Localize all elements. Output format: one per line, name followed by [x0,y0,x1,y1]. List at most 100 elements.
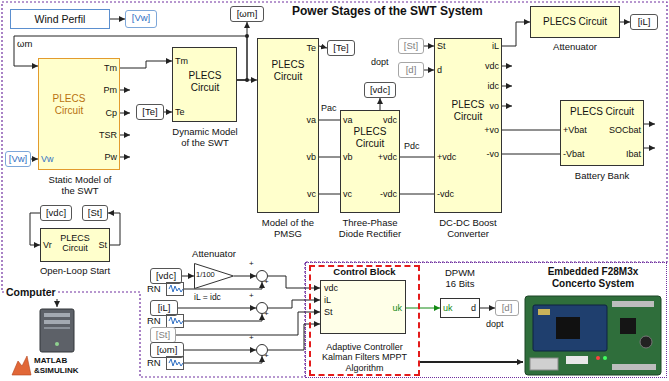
noise-source: RN [166,314,184,328]
board-photo [525,296,661,375]
goto-tag: [vdc] [364,82,396,98]
signal-connector [406,308,440,309]
node-text: PLECS Circuit [263,59,313,82]
node-text: [St] [399,41,423,52]
node-text: RN [147,316,161,327]
node-text: [vdc] [41,208,71,219]
node-text: -vdc [437,189,454,199]
gain-triangle: Attenuator1/100 [194,263,234,289]
node-text: d [471,303,476,313]
node-text: uk [443,303,453,313]
goto-tag: [iL] [630,14,658,30]
node-text: +vdc [378,152,397,162]
node-text: PLECS Circuit [561,106,643,118]
dpwm-block: DPWM 16 Bitsukd [440,298,480,318]
edge-label: ωm [17,39,32,50]
node-text: TSR [99,130,117,140]
signal-connector [319,157,340,158]
node-text: [Te] [328,43,354,54]
node-text: Three-Phase Diode Rectifier [330,218,410,240]
goto-tag: [St] [82,205,108,221]
node-text: [d] [496,303,518,314]
node-text: Vw [41,154,54,164]
goto-tag: [vdc] [40,205,72,221]
signal-connector [30,213,40,245]
node-text: iL [324,295,331,305]
node-text: Pw [104,152,117,162]
signal-label: dopt [486,319,504,329]
node-text: vdc [485,61,499,71]
signal-connector [184,356,262,363]
node-text: Te [306,43,316,53]
node-text: vb [306,152,316,162]
node-text: DC-DC Boost Converter [428,218,508,240]
signal-connector [31,159,38,160]
signal-connector [502,130,560,131]
signal-label: dopt [371,57,389,67]
node-text: [ωm] [231,9,263,20]
plecs-block: PLECS Circuitvavbvcvdc+vdc-vdcThree-Phas… [340,110,400,213]
input-box: Wind Perfil [10,9,110,29]
node-text: Embedded F28M3x Concerto System [542,266,644,289]
signal-connector [184,350,256,351]
goto-tag: [d] [495,300,519,316]
node-text: [Te] [137,107,163,118]
node-text: Te [175,107,185,117]
signal-connector [319,194,340,195]
sum-circle: ++ [256,302,268,314]
node-text: PLECS Circuit [183,70,227,93]
node-text: DPWM 16 Bits [443,268,477,290]
node-text: PLECS Circuit [45,93,93,116]
node-text: + [249,333,254,342]
signal-connector [178,308,256,309]
plecs-block: PLECS CircuitAttenuator [530,6,620,38]
group-label: Computer [4,286,58,298]
node-text: [St] [83,208,107,219]
node-text: Dynamic Model of the SWT [167,127,243,149]
signal-connector [502,154,560,155]
node-text: vo [489,101,499,111]
goto-tag: [d] [398,62,424,78]
signal-connector [182,276,194,277]
node-text: Attenuator [184,249,244,260]
software-logo-text: &SIMULINK [34,366,78,375]
node-text: vb [343,152,353,162]
node-text: Cp [105,108,117,118]
signal-connector [234,276,256,277]
signal-connector [184,314,262,321]
output-stubs [57,66,655,362]
signal-connector [268,324,320,350]
node-text: vc [343,189,352,199]
simulation-region-outline [2,2,667,377]
node-text: -vo [486,149,499,159]
node-text: St [437,41,446,51]
signal-connector [620,22,630,23]
signal-connector [480,308,495,309]
node-text: St [324,307,333,317]
diagram-title: Power Stages of the SWT System [292,5,483,19]
node-text: iL [492,41,499,51]
node-text: [vdc] [365,85,395,96]
node-text: [vdc] [151,271,181,282]
signal-connector [400,194,434,195]
plecs-block: PLECS CircuitTmTeDynamic Model of the SW… [172,47,237,122]
plecs-block: PLECS CircuitTmPmCpTSRPwVwStatic Model o… [38,58,120,170]
node-text: Static Model of the SWT [45,175,115,197]
node-text: + [264,309,269,318]
node-text: Tm [175,56,188,66]
node-text: + [249,259,254,268]
node-text: -Vbat [563,149,585,159]
goto-tag: [Vw] [5,151,31,167]
node-text: +vo [484,125,499,135]
signal-connector [502,22,530,46]
goto-tag: [Te] [327,40,355,56]
signal-connector [110,19,125,20]
signal-connector [424,70,434,71]
noise-source: RN [166,282,184,296]
node-text: RN [147,284,161,295]
signal-connector [319,46,327,48]
node-text: Vr [43,240,52,250]
sum-circle: ++ [256,270,268,282]
node-text: +Vbat [563,125,587,135]
node-text: [St] [151,330,175,341]
